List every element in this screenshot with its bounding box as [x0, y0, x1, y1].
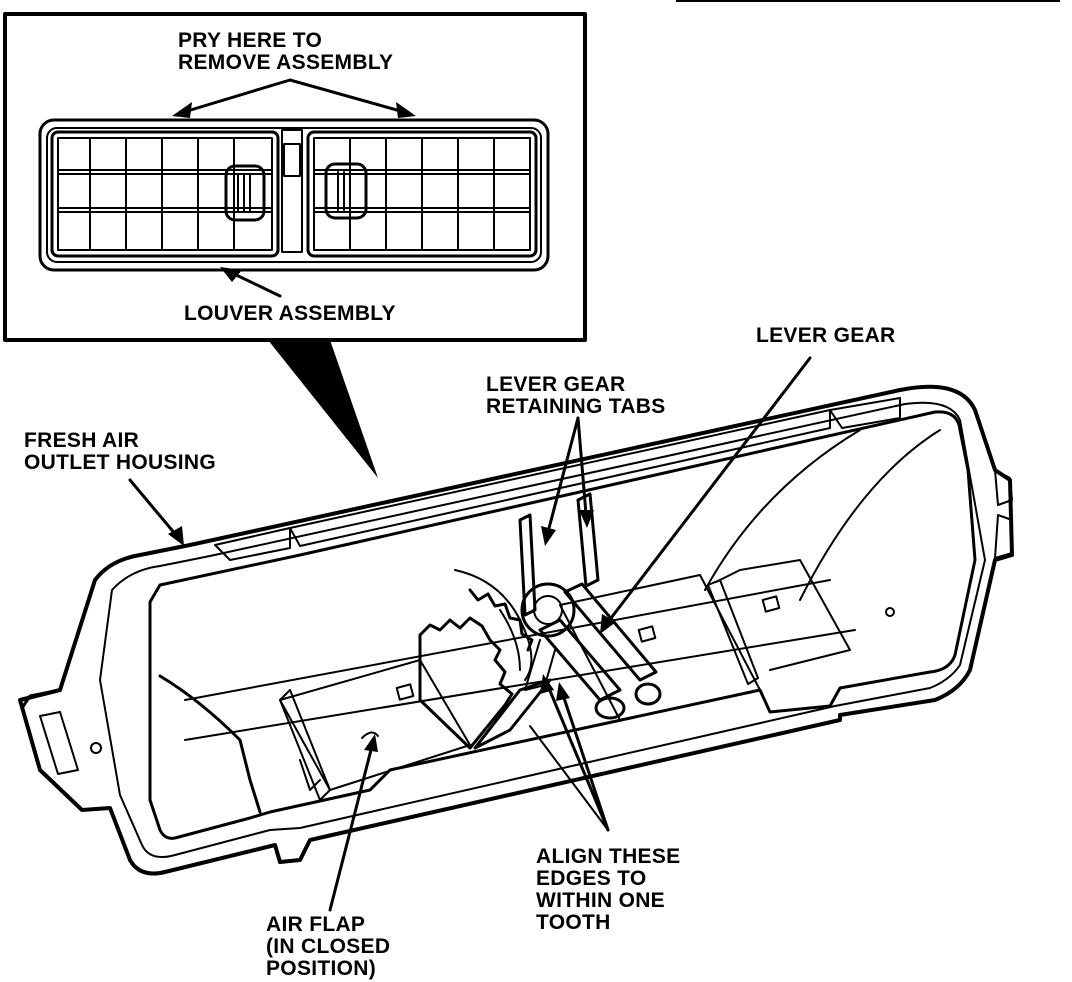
align-edges-line-1: ALIGN THESE — [536, 845, 681, 868]
louver-inset — [3, 12, 587, 478]
lever-gear-sector — [418, 569, 534, 750]
inset-callout-pointer — [268, 340, 378, 478]
housing-label: FRESH AIR OUTLET HOUSING — [24, 430, 216, 474]
louver-grille-left — [50, 130, 280, 258]
pry-here-line-2: REMOVE ASSEMBLY — [178, 51, 394, 74]
retaining-tabs-line-2: RETAINING TABS — [486, 395, 666, 418]
lever-gear-label: LEVER GEAR — [756, 324, 896, 347]
pry-here-label: PRY HERE TO REMOVE ASSEMBLY — [178, 30, 393, 74]
air-flap — [279, 559, 851, 801]
louver-assembly-arrow — [220, 267, 282, 298]
louver-assembly-label: LOUVER ASSEMBLY — [184, 302, 396, 325]
leader-lines — [128, 356, 812, 912]
align-edges-line-2: EDGES TO — [536, 867, 647, 890]
louver-grille-right — [306, 130, 538, 258]
air-flap-line-1: AIR FLAP — [266, 913, 366, 936]
air-flap-line-3: POSITION) — [266, 957, 377, 980]
outlet-housing — [18, 384, 1014, 876]
pry-arrows — [172, 78, 416, 118]
louver-frame — [38, 118, 550, 272]
housing-line-2: OUTLET HOUSING — [24, 451, 217, 474]
retaining-tabs-line-1: LEVER GEAR — [486, 373, 626, 396]
lever-gear-assembly — [473, 492, 662, 750]
align-edges-line-3: WITHIN ONE — [536, 889, 665, 912]
air-flap-line-2: (IN CLOSED — [266, 935, 391, 958]
housing-line-1: FRESH AIR — [24, 429, 140, 452]
align-edges-line-4: TOOTH — [536, 911, 611, 934]
retaining-tabs-label: LEVER GEAR RETAINING TABS — [486, 374, 666, 418]
air-flap-label: AIR FLAP (IN CLOSED POSITION) — [266, 914, 390, 980]
align-edges-label: ALIGN THESE EDGES TO WITHIN ONE TOOTH — [536, 846, 680, 934]
pry-here-line-1: PRY HERE TO — [178, 29, 323, 52]
